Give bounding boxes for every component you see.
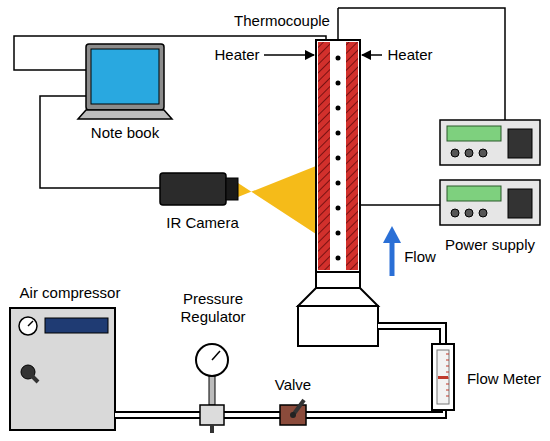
device-label: Flow Meter — [460, 370, 548, 388]
power-supply — [440, 120, 540, 225]
air-pipe — [138, 411, 172, 419]
leader-line — [362, 54, 382, 56]
power-supply-node: Power supply — [432, 112, 548, 258]
regulator-node: Pressure Regulator — [172, 290, 254, 426]
scale-tick — [446, 384, 449, 385]
laptop — [78, 44, 172, 119]
air-pipe — [320, 414, 443, 415]
signal-cable — [40, 96, 155, 188]
heater-wire — [361, 204, 440, 206]
pressure-regulator — [196, 344, 228, 433]
device-label: IR Camera — [155, 214, 250, 232]
pipe — [266, 411, 280, 419]
part-label: Heater — [212, 46, 262, 64]
thermocouple-dot — [336, 81, 341, 86]
thermocouple-dot — [336, 231, 341, 236]
pipe-bore — [378, 326, 443, 344]
test-section — [298, 40, 378, 346]
thermocouple-dot — [336, 206, 341, 211]
air-compressor — [10, 308, 115, 430]
device-label: Note book — [60, 124, 190, 142]
flow-label: Flow — [400, 248, 440, 266]
thermocouple-dot — [336, 106, 341, 111]
scale-tick — [446, 366, 449, 367]
part-label: Thermocouple — [232, 12, 332, 30]
laptop-node: Note book — [60, 40, 190, 148]
flow-arrow — [383, 226, 401, 276]
pipe-bore — [254, 413, 266, 417]
thermocouple-dot — [336, 56, 341, 61]
pipe-bore — [306, 413, 320, 417]
pipe-bore — [320, 414, 443, 415]
plenum — [298, 306, 378, 346]
heater — [318, 42, 330, 270]
supply-wire — [338, 8, 505, 120]
scale-tick — [446, 390, 449, 391]
heater — [346, 42, 358, 270]
thermocouple-dot — [336, 156, 341, 161]
camera-node: IR Camera — [155, 168, 250, 234]
flow-meter — [432, 344, 454, 410]
camera-wire-stub — [60, 95, 86, 97]
part-label: Heater — [384, 46, 436, 64]
flow-meter-node: Flow Meter — [424, 330, 548, 414]
scale-tick — [446, 354, 449, 355]
scale-tick — [446, 360, 449, 361]
device-label: Power supply — [432, 236, 548, 254]
pipe — [115, 411, 138, 419]
thermocouple-wire — [14, 36, 326, 70]
pipe — [172, 411, 200, 419]
thermocouple-dot — [336, 256, 341, 261]
device-label: Air compressor — [2, 284, 138, 302]
thermocouple-dot — [336, 131, 341, 136]
pipe — [378, 326, 443, 344]
pipe-bore — [172, 413, 200, 417]
pipe-bore — [266, 413, 280, 417]
compressor-node: Air compressor — [2, 282, 138, 434]
device-label: Valve — [266, 376, 320, 394]
valve-node: Valve — [266, 376, 320, 426]
valve — [280, 400, 306, 425]
leader-line — [264, 54, 314, 56]
pipe-bore — [115, 413, 138, 417]
pipe-bore — [224, 413, 254, 417]
scale-tick — [446, 372, 449, 373]
wires — [14, 8, 505, 205]
thermocouple-dot — [336, 181, 341, 186]
device-label: Pressure Regulator — [172, 290, 254, 326]
pipe — [224, 411, 254, 419]
air-pipe — [254, 411, 266, 419]
pipe — [306, 411, 320, 419]
pipe-bore — [138, 413, 172, 417]
scale-tick — [446, 396, 449, 397]
